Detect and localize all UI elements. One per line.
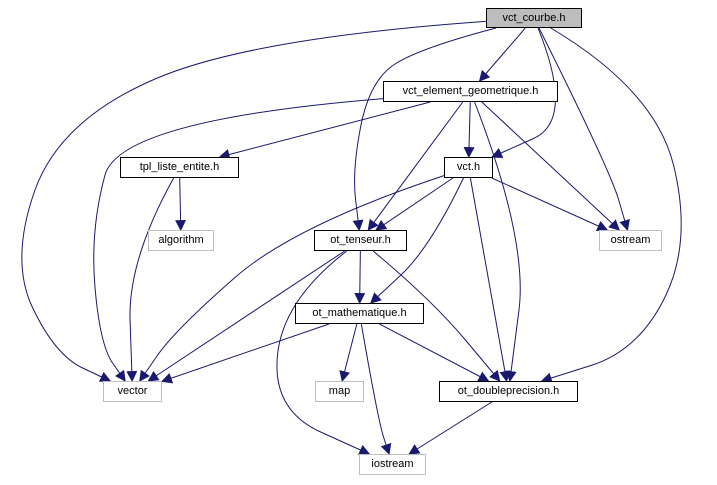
edge-vct-to-ot_tenseur xyxy=(375,177,454,231)
edge-ot_tenseur-to-ot_mathematique xyxy=(354,250,366,305)
node-ot_doubleprecision[interactable]: ot_doubleprecision.h xyxy=(439,381,578,402)
edge-ot_tenseur-to-vector xyxy=(147,250,345,382)
edge-vct_courbe-to-vct xyxy=(491,27,556,158)
edge-tpl_liste_entite-to-vector xyxy=(126,177,175,383)
edge-vct-to-ot_doubleprecision xyxy=(469,177,511,383)
edge-vct_courbe-to-vct_element_geometrique xyxy=(478,27,526,82)
node-tpl_liste_entite[interactable]: tpl_liste_entite.h xyxy=(120,157,239,178)
edge-vct_element_geometrique-to-ostream xyxy=(481,101,621,231)
edge-ot_mathematique-to-iostream xyxy=(360,323,392,456)
edge-vct-to-vector xyxy=(139,175,445,382)
node-vct_courbe: vct_courbe.h xyxy=(486,8,582,28)
node-ostream: ostream xyxy=(599,230,662,251)
edge-vct-to-ostream xyxy=(491,177,609,231)
node-ot_mathematique[interactable]: ot_mathematique.h xyxy=(295,303,424,324)
edge-vct_courbe-to-vector xyxy=(21,20,487,382)
edge-vct_courbe-to-ostream xyxy=(538,27,630,232)
edge-tpl_liste_entite-to-algorithm xyxy=(175,177,187,232)
edge-vct_element_geometrique-to-tpl_liste_entite xyxy=(218,101,431,160)
edge-ot_mathematique-to-ot_doubleprecision xyxy=(379,323,490,382)
edge-vct_courbe-to-ot_doubleprecision xyxy=(540,27,682,384)
edge-ot_doubleprecision-to-iostream xyxy=(408,401,493,455)
edge-vct-to-ot_mathematique xyxy=(369,177,464,304)
edge-vct_element_geometrique-to-ot_doubleprecision xyxy=(474,101,521,383)
edge-ot_tenseur-to-iostream xyxy=(276,250,371,455)
node-iostream: iostream xyxy=(359,454,426,475)
node-vct[interactable]: vct.h xyxy=(444,157,493,178)
node-vector: vector xyxy=(103,381,162,402)
edge-vct_element_geometrique-to-vector xyxy=(93,98,384,382)
edge-vct_element_geometrique-to-ot_tenseur xyxy=(367,101,464,231)
node-map: map xyxy=(315,381,364,402)
node-ot_tenseur[interactable]: ot_tenseur.h xyxy=(314,230,407,251)
edge-ot_tenseur-to-ot_doubleprecision xyxy=(372,250,501,382)
node-vct_element_geometrique[interactable]: vct_element_geometrique.h xyxy=(383,81,558,102)
edge-ot_mathematique-to-map xyxy=(339,323,358,383)
node-algorithm: algorithm xyxy=(148,230,214,251)
edge-vct_courbe-to-ot_tenseur xyxy=(352,27,497,232)
edge-ot_mathematique-to-vector xyxy=(160,323,330,384)
edge-vct_element_geometrique-to-vct xyxy=(463,101,475,159)
